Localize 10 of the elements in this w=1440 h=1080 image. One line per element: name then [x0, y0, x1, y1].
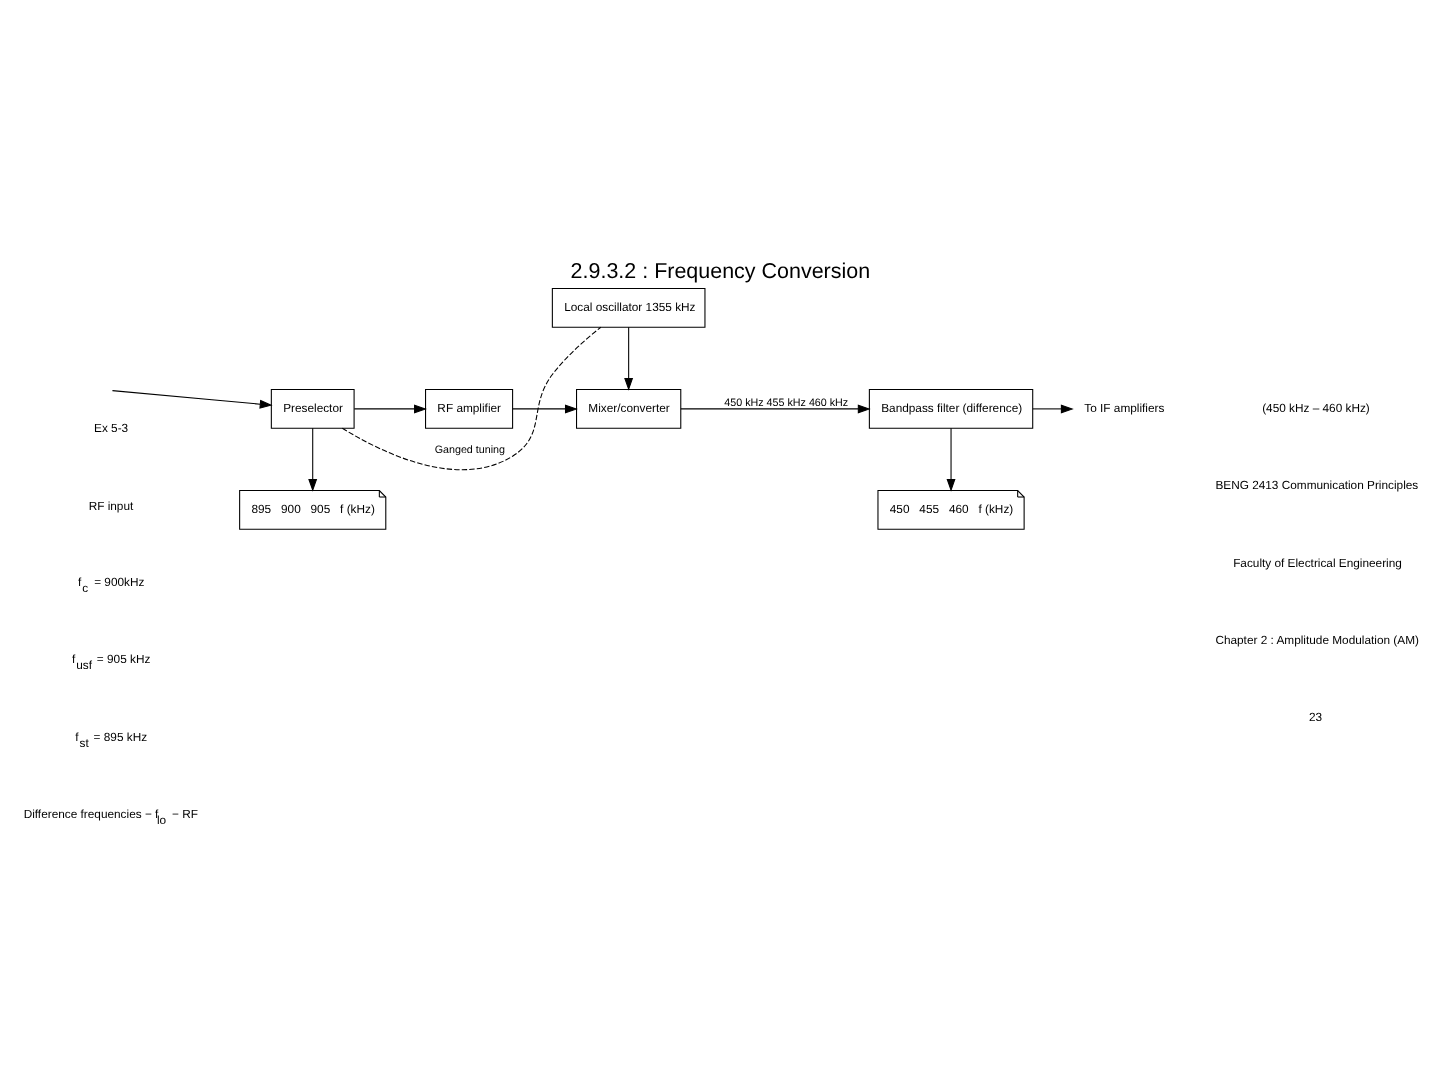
- arrow: [680, 404, 871, 414]
- arrow: [353, 404, 427, 414]
- arrow: [111, 390, 273, 409]
- arrow: [512, 404, 578, 414]
- arrow: [308, 427, 318, 492]
- arrow: [624, 326, 634, 391]
- arrow: [946, 427, 956, 492]
- diagram-title: 2.9.3.2 : Frequency Conversion: [570, 259, 871, 284]
- connector: [341, 326, 602, 471]
- arrow: [1032, 404, 1074, 414]
